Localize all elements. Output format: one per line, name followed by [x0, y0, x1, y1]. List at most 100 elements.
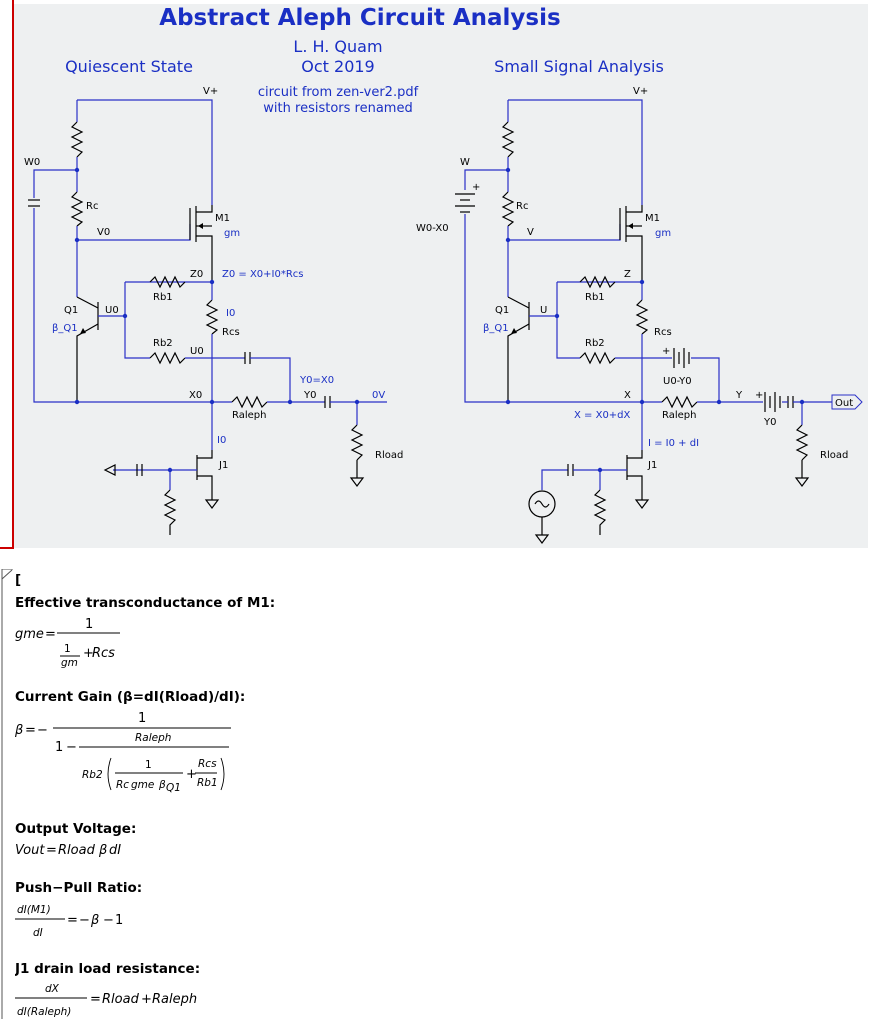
svg-text:β: β: [158, 779, 166, 791]
math-output: [ Effective transconductance of M1: gme …: [15, 572, 275, 1018]
right-heading: Small Signal Analysis: [494, 57, 664, 76]
svg-text:J1: J1: [647, 460, 657, 471]
svg-text:Rload: Rload: [820, 450, 848, 461]
svg-text:=: =: [46, 843, 57, 858]
left-circuit: V+ W0 Rc V0 M1 gm Z0 Z0 = X0+I0*Rcs Rb1: [24, 86, 403, 535]
svg-text:1: 1: [64, 643, 71, 655]
svg-text:dX: dX: [45, 983, 60, 995]
svg-text:Z0: Z0: [190, 269, 203, 280]
note-line1: circuit from zen-ver2.pdf: [258, 85, 419, 100]
svg-text:=: =: [25, 723, 36, 738]
svg-text:U0: U0: [105, 305, 119, 316]
svg-text:Y0=X0: Y0=X0: [299, 375, 334, 386]
svg-text:U: U: [540, 305, 547, 316]
svg-text:J1: J1: [218, 460, 228, 471]
svg-text:β_Q1: β_Q1: [52, 323, 78, 334]
schematic-panel: [14, 4, 868, 548]
svg-text:W0-X0: W0-X0: [416, 223, 449, 234]
open-bracket: [: [15, 572, 21, 588]
svg-text:gm: gm: [224, 228, 240, 239]
svg-text:−: −: [103, 913, 114, 928]
svg-text:dI: dI: [109, 843, 121, 858]
svg-text:0V: 0V: [372, 390, 385, 401]
svg-text:β_Q1: β_Q1: [483, 323, 509, 334]
svg-text:Y0: Y0: [303, 390, 316, 401]
svg-text:=: =: [67, 913, 78, 928]
cell-bracket[interactable]: [0, 569, 14, 1019]
svg-text:Rb2: Rb2: [153, 338, 173, 349]
svg-text:Rc: Rc: [516, 201, 528, 212]
svg-text:gm: gm: [655, 228, 671, 239]
svg-text:=: =: [90, 992, 101, 1007]
svg-text:gme: gme: [131, 779, 154, 791]
svg-text:U0-Y0: U0-Y0: [663, 376, 692, 387]
svg-text:β: β: [90, 913, 99, 928]
svg-text:Rb2: Rb2: [585, 338, 605, 349]
svg-text:Q1: Q1: [64, 305, 78, 316]
svg-text:Z: Z: [624, 269, 631, 280]
svg-text:gme: gme: [15, 627, 44, 642]
svg-text:Rload: Rload: [58, 843, 96, 858]
svg-text:+: +: [186, 767, 197, 782]
svg-text:β: β: [98, 843, 107, 858]
eq-gme: gme = 1 1 gm + Rcs: [15, 617, 120, 669]
date: Oct 2019: [301, 57, 374, 76]
svg-text:I = I0 + dI: I = I0 + dI: [648, 438, 699, 449]
svg-text:X = X0+dX: X = X0+dX: [574, 410, 631, 421]
svg-text:dI(M1): dI(M1): [17, 904, 51, 916]
svg-text:I0: I0: [226, 308, 235, 319]
svg-text:X0: X0: [189, 390, 202, 401]
svg-text:V0: V0: [97, 227, 110, 238]
svg-text:Raleph: Raleph: [135, 732, 171, 744]
svg-text:+: +: [472, 182, 480, 193]
svg-text:Raleph: Raleph: [152, 992, 197, 1007]
note-line2: with resistors renamed: [263, 101, 412, 116]
svg-text:−: −: [66, 740, 77, 755]
svg-text:X: X: [624, 390, 631, 401]
svg-text:Rload: Rload: [102, 992, 140, 1007]
eq-vout: Vout = Rload β dI: [15, 843, 121, 858]
svg-text:Rb1: Rb1: [585, 292, 605, 303]
svg-text:1: 1: [85, 617, 93, 632]
circuit-schematic: Abstract Aleph Circuit Analysis L. H. Qu…: [0, 0, 869, 550]
section-pushpull-title: Push−Pull Ratio:: [15, 880, 142, 896]
section-gme-title: Effective transconductance of M1:: [15, 595, 275, 611]
right-circuit: V+ W + W0-X0 Rc V M1 gm Z Rb1: [416, 86, 863, 544]
svg-text:U0: U0: [190, 346, 204, 357]
left-heading: Quiescent State: [65, 57, 193, 76]
svg-text:Vout: Vout: [15, 843, 45, 858]
eq-j1-load: dX dI(Raleph) = Rload + Raleph: [15, 983, 197, 1018]
svg-text:Raleph: Raleph: [662, 410, 696, 421]
svg-text:Rb1: Rb1: [197, 777, 218, 789]
svg-text:W: W: [460, 157, 470, 168]
svg-text:Rcs: Rcs: [654, 327, 672, 338]
svg-text:−: −: [79, 913, 90, 928]
svg-text:+: +: [83, 646, 94, 661]
svg-text:+: +: [662, 346, 670, 357]
svg-text:V+: V+: [203, 86, 218, 97]
svg-text:Y: Y: [735, 390, 743, 401]
svg-text:Rcs: Rcs: [198, 758, 217, 770]
eq-pushpull: dI(M1) dI = − β − 1: [15, 904, 123, 939]
svg-text:Z0 = X0+I0*Rcs: Z0 = X0+I0*Rcs: [222, 269, 304, 280]
section-vout-title: Output Voltage:: [15, 821, 136, 837]
svg-text:V: V: [527, 227, 534, 238]
svg-text:dI(Raleph): dI(Raleph): [17, 1006, 71, 1018]
svg-text:+: +: [755, 390, 763, 401]
svg-text:Rcs: Rcs: [92, 646, 115, 661]
svg-text:W0: W0: [24, 157, 40, 168]
svg-text:M1: M1: [215, 213, 230, 224]
svg-text:+: +: [141, 992, 152, 1007]
svg-text:1: 1: [145, 759, 152, 771]
svg-text:Raleph: Raleph: [232, 410, 266, 421]
out-port: [831, 394, 863, 410]
svg-text:Rc: Rc: [86, 201, 98, 212]
svg-text:1: 1: [115, 913, 123, 928]
svg-text:dI: dI: [33, 927, 43, 939]
svg-text:Y0: Y0: [763, 417, 776, 428]
svg-text:M1: M1: [645, 213, 660, 224]
svg-text:β: β: [15, 723, 23, 738]
author: L. H. Quam: [293, 37, 382, 56]
svg-text:Rc: Rc: [116, 779, 129, 791]
svg-text:Out: Out: [835, 398, 853, 409]
